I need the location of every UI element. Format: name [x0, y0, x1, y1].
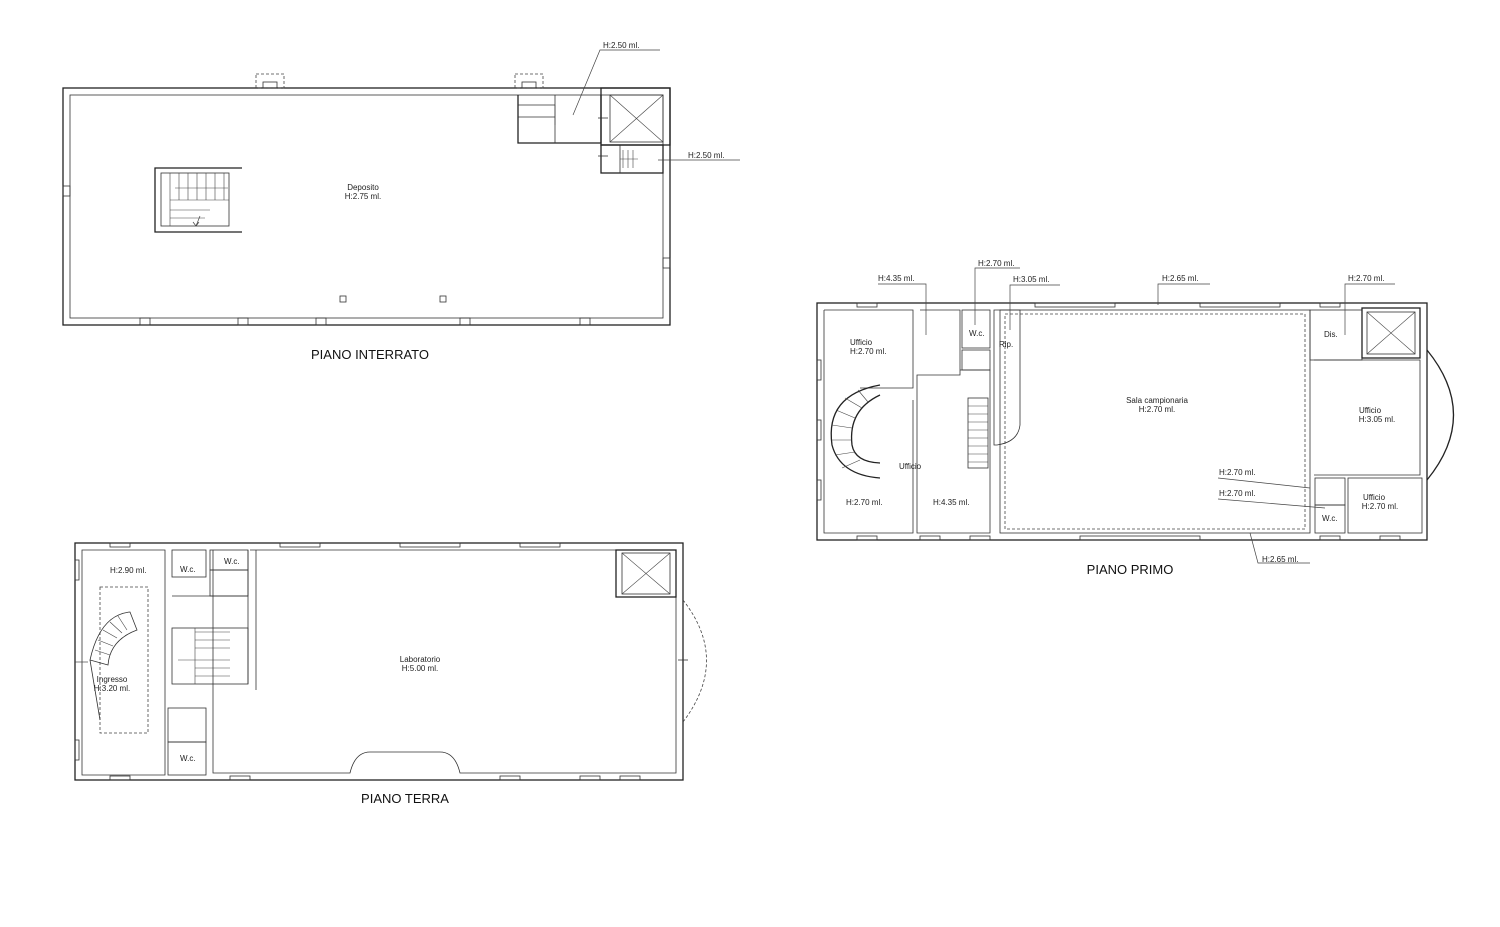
- ingresso-height: H:3.20 ml.: [94, 684, 130, 693]
- plan-title-interrato: PIANO INTERRATO: [311, 347, 429, 362]
- callout-leader: [1249, 532, 1310, 564]
- basement-pilasters: [62, 185, 671, 326]
- callout-leader: [1344, 283, 1395, 335]
- sala-campionaria-height: H:2.70 ml.: [1139, 405, 1175, 414]
- ufficio-left-walls: [823, 310, 914, 534]
- plan-piano-terra: H:2.90 ml. W.c. W.c. W.c. Ingresso H:3.2…: [74, 542, 707, 806]
- deposito-height: H:2.75 ml.: [345, 192, 381, 201]
- ground-wc-1: W.c.: [180, 565, 196, 574]
- basement-outer-wall: [62, 87, 671, 326]
- light-well-opening: [521, 81, 537, 89]
- ingresso-label: Ingresso: [97, 675, 128, 684]
- callout-leader: [974, 267, 1020, 325]
- ground-wc-3: W.c.: [180, 754, 196, 763]
- first-spiral-staircase: [830, 384, 881, 479]
- first-lift-shaft: [1361, 307, 1421, 359]
- ufficio-1-walls: [824, 309, 914, 389]
- ufficio-1-label: Ufficio: [850, 338, 873, 347]
- sala-campionaria-label: Sala campionaria: [1126, 396, 1188, 405]
- ground-height-hall: H:2.90 ml.: [110, 566, 146, 575]
- callout-leader: [1157, 283, 1210, 305]
- first-bow-window: [1426, 349, 1454, 481]
- callout-leader: [1217, 477, 1311, 489]
- ingresso-walls: [81, 549, 166, 776]
- callout-height-265a: H:2.65 ml.: [1162, 274, 1198, 283]
- deposito-label: Deposito: [347, 183, 379, 192]
- callout-leader: [1009, 284, 1060, 330]
- laboratorio-label: Laboratorio: [400, 655, 441, 664]
- callout-leader: [878, 283, 927, 335]
- callout-leader: [572, 49, 660, 116]
- ripostiglio-label: Rip.: [999, 340, 1013, 349]
- light-well-opening: [262, 81, 278, 89]
- callout-height-right: H:2.50 ml.: [688, 151, 724, 160]
- wc-b-room-top: [1314, 477, 1346, 506]
- ufficio-mid-height: H:4.35 ml.: [933, 498, 969, 507]
- ufficio-left-height: H:2.70 ml.: [846, 498, 882, 507]
- callout-height-270d: H:2.70 ml.: [1219, 489, 1255, 498]
- plan-piano-interrato: Deposito H:2.75 ml. H:2.50 ml. H:2.50 ml…: [62, 41, 740, 362]
- wc-a-label: W.c.: [969, 329, 985, 338]
- ground-lift-shaft: [615, 549, 677, 598]
- ground-wc-2: W.c.: [224, 557, 240, 566]
- ufficio-right-walls: [1314, 359, 1421, 476]
- ufficio-right-height: H:3.05 ml.: [1359, 415, 1395, 424]
- basement-inner-wall: [69, 94, 664, 319]
- ufficio-right-label: Ufficio: [1359, 406, 1382, 415]
- sala-campionaria-ceiling: [1004, 313, 1306, 530]
- ground-windows: [74, 542, 641, 781]
- wc-b-label: W.c.: [1322, 514, 1338, 523]
- sala-campionaria-walls: [999, 309, 1311, 534]
- plan-title-primo: PIANO PRIMO: [1087, 562, 1174, 577]
- callout-height-top: H:2.50 ml.: [603, 41, 639, 50]
- ripostiglio: [993, 309, 1021, 446]
- ufficio-mid-label: Ufficio: [899, 462, 922, 471]
- laboratorio-walls: [212, 549, 677, 774]
- closet: [961, 349, 991, 371]
- ground-bow-window: [682, 599, 707, 723]
- callout-height-305: H:3.05 ml.: [1013, 275, 1049, 284]
- callout-height-435: H:4.35 ml.: [878, 274, 914, 283]
- disimpegno-label: Dis.: [1324, 330, 1338, 339]
- basement-staircase: [154, 167, 242, 233]
- wc-a-room: [961, 309, 991, 349]
- callout-height-270a: H:2.70 ml.: [978, 259, 1014, 268]
- ufficio-small-label: Ufficio: [1363, 493, 1386, 502]
- callout-height-270b: H:2.70 ml.: [1348, 274, 1384, 283]
- ingresso-staircase: [75, 586, 149, 734]
- ufficio-small-walls: [1347, 477, 1423, 534]
- first-windows: [816, 302, 1401, 541]
- ufficio-mid-walls: [916, 309, 991, 534]
- light-well: [255, 73, 285, 89]
- laboratorio-height: H:5.00 ml.: [402, 664, 438, 673]
- wc-b-room: [1314, 504, 1346, 534]
- ground-outer-wall: [74, 542, 684, 781]
- first-straight-staircase: [967, 397, 989, 469]
- callout-height-270c: H:2.70 ml.: [1219, 468, 1255, 477]
- ufficio-small-height: H:2.70 ml.: [1362, 502, 1398, 511]
- basement-service-rooms: [517, 87, 671, 174]
- ground-wc-block: [167, 549, 257, 776]
- ground-lift-car: [621, 552, 671, 595]
- light-well: [514, 73, 544, 89]
- callout-height-265b: H:2.65 ml.: [1262, 555, 1298, 564]
- plan-title-terra: PIANO TERRA: [361, 791, 449, 806]
- ufficio-1-height: H:2.70 ml.: [850, 347, 886, 356]
- callout-leader: [1217, 498, 1326, 509]
- first-lift-car: [1366, 311, 1416, 355]
- plan-piano-primo: H:4.35 ml. H:2.70 ml. H:3.05 ml. H:2.65 …: [816, 259, 1454, 577]
